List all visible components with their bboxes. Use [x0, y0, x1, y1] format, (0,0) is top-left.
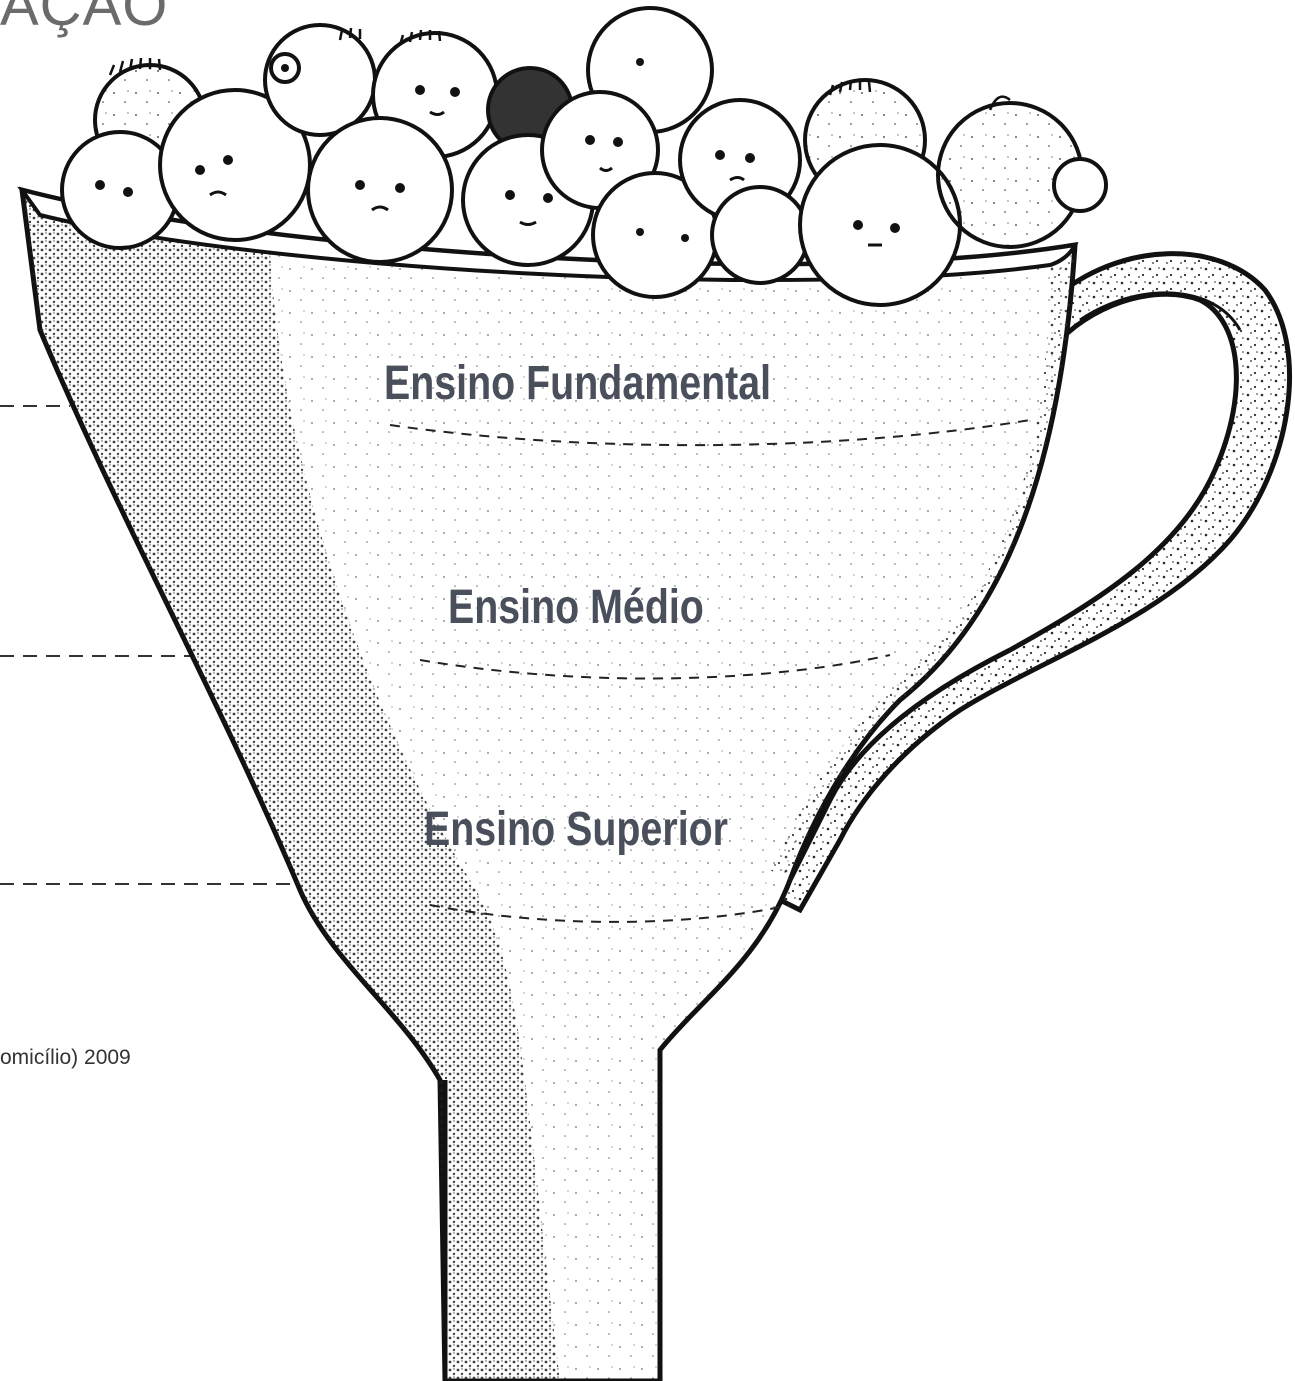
level-label-medio: Ensino Médio: [448, 580, 704, 635]
student-head-icon: [800, 145, 960, 305]
level-label-fundamental: Ensino Fundamental: [384, 356, 771, 411]
student-head-icon: [712, 187, 808, 283]
student-head-icon: [308, 118, 452, 262]
page-title: AÇÃO: [0, 0, 168, 39]
student-head-icon: [1054, 159, 1106, 211]
source-caption: omicílio) 2009: [0, 1046, 131, 1070]
level-label-superior: Ensino Superior: [424, 802, 728, 857]
